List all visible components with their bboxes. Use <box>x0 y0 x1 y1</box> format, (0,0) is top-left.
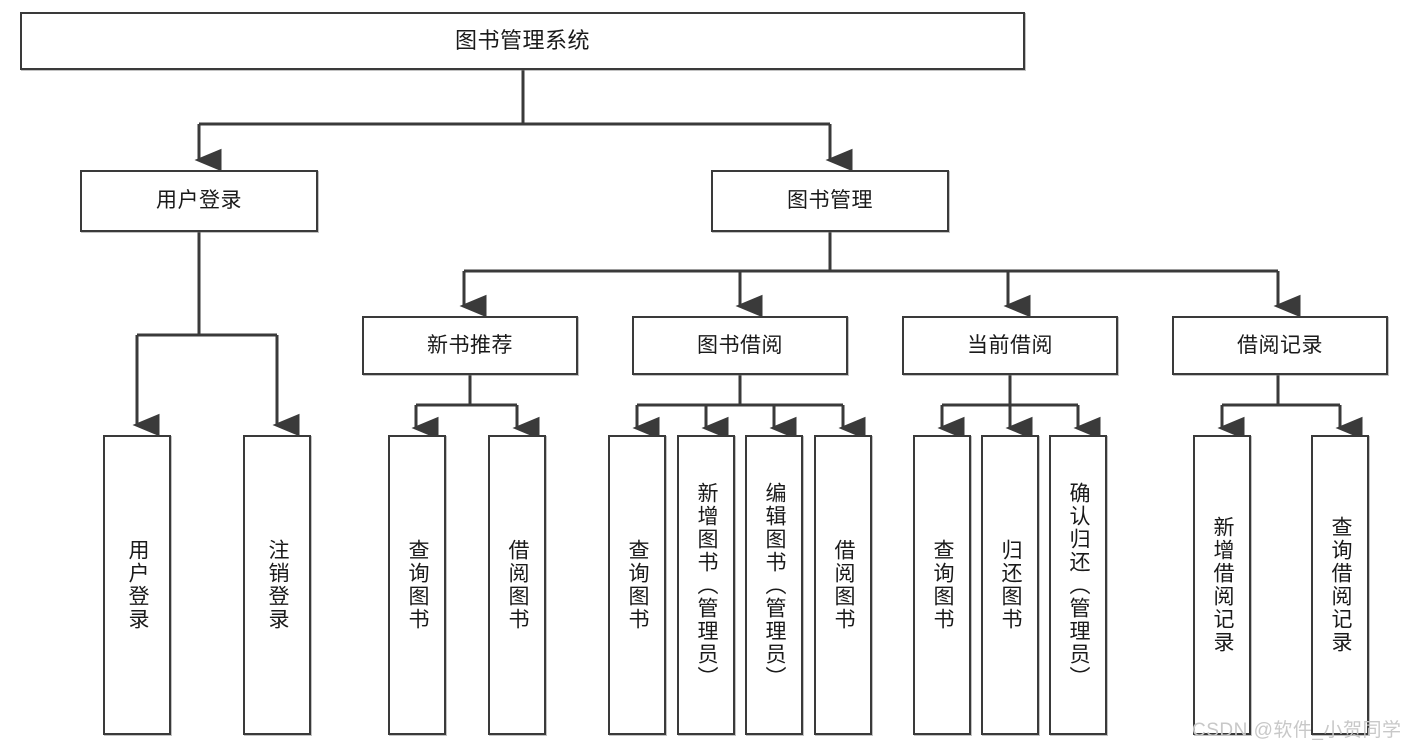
node-leaf-borrow-book-recommend[interactable]: 借阅图书 <box>488 435 546 735</box>
node-user-login[interactable]: 用户登录 <box>80 170 318 232</box>
node-leaf-user-login-label: 用户登录 <box>126 539 150 631</box>
node-leaf-query-book-current-label: 查询图书 <box>931 539 955 631</box>
node-leaf-edit-book-admin[interactable]: 编辑图书（管理员） <box>745 435 803 735</box>
node-leaf-edit-book-admin-label: 编辑图书（管理员） <box>763 481 787 689</box>
node-leaf-query-book-recommend-label: 查询图书 <box>406 539 430 631</box>
node-leaf-query-book-current[interactable]: 查询图书 <box>913 435 971 735</box>
node-leaf-borrow-book-recommend-label: 借阅图书 <box>506 539 530 631</box>
node-user-login-label: 用户登录 <box>156 189 242 213</box>
node-leaf-return-book-label: 归还图书 <box>999 539 1023 631</box>
node-leaf-confirm-return-admin-label: 确认归还（管理员） <box>1067 481 1091 689</box>
node-leaf-add-borrow-record-label: 新增借阅记录 <box>1211 516 1235 654</box>
node-current-borrow[interactable]: 当前借阅 <box>902 316 1118 375</box>
node-leaf-query-book-borrow-label: 查询图书 <box>626 539 650 631</box>
node-leaf-confirm-return-admin[interactable]: 确认归还（管理员） <box>1049 435 1107 735</box>
node-leaf-add-borrow-record[interactable]: 新增借阅记录 <box>1193 435 1251 735</box>
node-new-book-recommend[interactable]: 新书推荐 <box>362 316 578 375</box>
node-leaf-logout[interactable]: 注销登录 <box>243 435 311 735</box>
node-leaf-query-borrow-record[interactable]: 查询借阅记录 <box>1311 435 1369 735</box>
csdn-watermark-text: CSDN @软件_小贺同学 <box>1192 720 1402 741</box>
node-leaf-borrow-book[interactable]: 借阅图书 <box>814 435 872 735</box>
node-leaf-query-borrow-record-label: 查询借阅记录 <box>1329 516 1353 654</box>
node-leaf-user-login[interactable]: 用户登录 <box>103 435 171 735</box>
csdn-watermark: CSDN @软件_小贺同学 <box>1192 715 1401 742</box>
node-book-borrow[interactable]: 图书借阅 <box>632 316 848 375</box>
node-leaf-query-book-borrow[interactable]: 查询图书 <box>608 435 666 735</box>
node-leaf-query-book-recommend[interactable]: 查询图书 <box>388 435 446 735</box>
node-root-label: 图书管理系统 <box>454 27 590 53</box>
node-leaf-return-book[interactable]: 归还图书 <box>981 435 1039 735</box>
node-leaf-logout-label: 注销登录 <box>266 539 290 631</box>
node-leaf-borrow-book-label: 借阅图书 <box>832 539 856 631</box>
node-root-book-management-system[interactable]: 图书管理系统 <box>20 12 1025 70</box>
node-borrow-record-label: 借阅记录 <box>1237 333 1323 357</box>
node-leaf-add-book-admin[interactable]: 新增图书（管理员） <box>677 435 735 735</box>
node-borrow-record[interactable]: 借阅记录 <box>1172 316 1388 375</box>
node-current-borrow-label: 当前借阅 <box>967 333 1053 357</box>
node-book-management-label: 图书管理 <box>787 189 873 213</box>
node-book-management[interactable]: 图书管理 <box>711 170 949 232</box>
node-book-borrow-label: 图书借阅 <box>697 333 783 357</box>
node-leaf-add-book-admin-label: 新增图书（管理员） <box>695 481 719 689</box>
node-new-book-recommend-label: 新书推荐 <box>427 333 513 357</box>
